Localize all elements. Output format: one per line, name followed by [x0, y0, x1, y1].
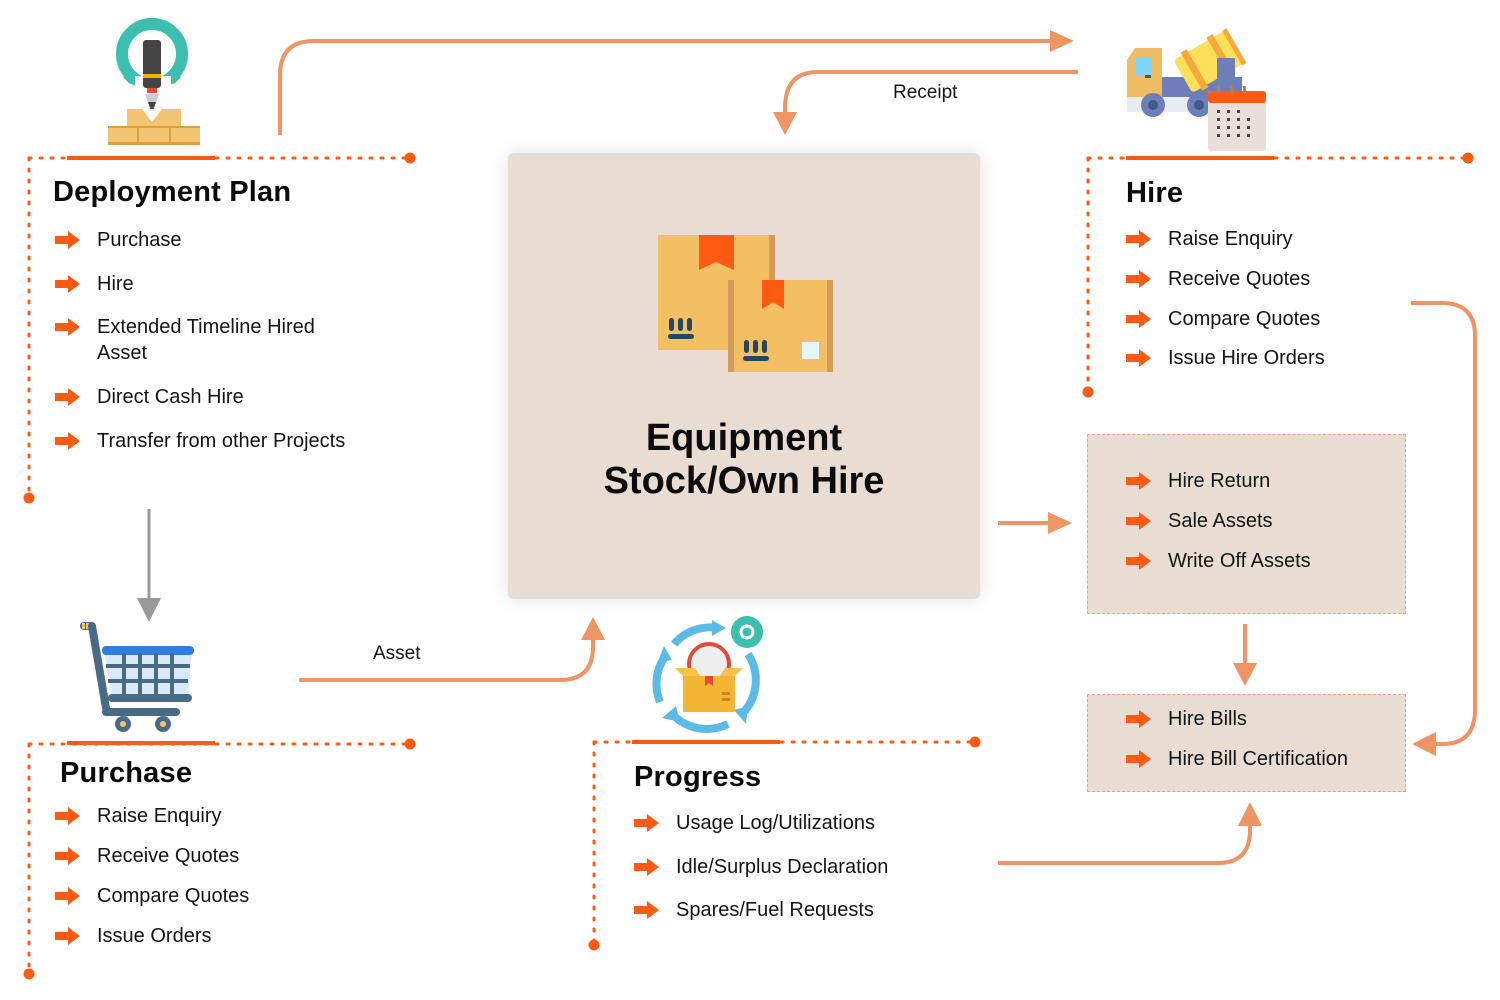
arrow-right-icon [55, 807, 80, 825]
hire-item-issue-hire-orders: Issue Hire Orders [1126, 345, 1325, 371]
center-title-line-2: Stock/Own Hire [603, 460, 885, 502]
arrow-right-icon [634, 814, 659, 832]
connector-progress-to-bills [998, 802, 1262, 865]
boxes-icon [658, 235, 833, 373]
purchase-item-receive-quotes: Receive Quotes [55, 843, 239, 869]
hire-item-receive-quotes: Receive Quotes [1126, 266, 1310, 292]
arrow-right-icon [1126, 552, 1151, 570]
progress-title: Progress [634, 761, 762, 793]
construction-gear-icon [105, 16, 201, 146]
equipment-stock-box: Equipment Stock/Own Hire [508, 153, 980, 599]
item-label: Hire Bill Certification [1168, 748, 1349, 770]
item-label: Compare Quotes [1168, 308, 1321, 330]
item-label: Raise Enquiry [97, 805, 222, 827]
bills-item-hire-bill-certification: Hire Bill Certification [1126, 746, 1348, 772]
item-label: Purchase [97, 229, 182, 251]
returns-item-sale-assets: Sale Assets [1126, 508, 1273, 534]
hire-item-raise-enquiry: Raise Enquiry [1126, 226, 1293, 252]
hire-item-compare-quotes: Compare Quotes [1126, 306, 1320, 332]
arrow-right-icon [55, 275, 80, 293]
bills-item-hire-bills: Hire Bills [1126, 706, 1247, 732]
arrow-right-icon [55, 388, 80, 406]
shopping-cart-icon [76, 620, 198, 735]
bills-box [1087, 694, 1406, 792]
item-label: Raise Enquiry [1168, 228, 1293, 250]
arrow-right-icon [1126, 310, 1151, 328]
deployment-item-purchase: Purchase [55, 227, 182, 253]
arrow-right-icon [1126, 230, 1151, 248]
item-label: Usage Log/Utilizations [676, 812, 875, 834]
deployment-item-hire: Hire [55, 271, 134, 297]
arrow-right-icon [55, 432, 80, 450]
arrow-right-icon [1126, 512, 1151, 530]
item-label: Compare Quotes [97, 885, 250, 907]
item-label: Receive Quotes [97, 845, 240, 867]
returns-item-write-off-assets: Write Off Assets [1126, 548, 1311, 574]
purchase-item-issue-orders: Issue Orders [55, 923, 211, 949]
arrow-right-icon [55, 927, 80, 945]
purchase-item-raise-enquiry: Raise Enquiry [55, 803, 222, 829]
receipt-label: Receipt [893, 82, 958, 103]
deployment-item-extended-timeline: Extended Timeline Hired Asset [55, 314, 355, 366]
item-label: Write Off Assets [1168, 550, 1311, 572]
center-title: Equipment Stock/Own Hire [508, 417, 980, 503]
box-cycle-icon [650, 614, 768, 736]
item-label: Extended Timeline Hired Asset [97, 316, 315, 364]
item-label: Issue Orders [97, 925, 212, 947]
hire-title: Hire [1126, 177, 1184, 209]
arrow-right-icon [1126, 349, 1151, 367]
item-label: Hire Bills [1168, 708, 1247, 730]
connector-hire-to-bills [1411, 301, 1477, 756]
progress-item-idle-surplus: Idle/Surplus Declaration [634, 854, 888, 880]
arrow-right-icon [1126, 270, 1151, 288]
item-label: Hire Return [1168, 470, 1271, 492]
arrow-right-icon [55, 231, 80, 249]
item-label: Issue Hire Orders [1168, 347, 1325, 369]
arrow-right-icon [634, 858, 659, 876]
purchase-item-compare-quotes: Compare Quotes [55, 883, 249, 909]
connector-center-to-returns [998, 512, 1072, 534]
item-label: Receive Quotes [1168, 268, 1311, 290]
deployment-item-transfer: Transfer from other Projects [55, 428, 345, 454]
arrow-right-icon [634, 901, 659, 919]
arrow-right-icon [1126, 472, 1151, 490]
item-label: Sale Assets [1168, 510, 1273, 532]
arrow-right-icon [55, 318, 80, 336]
connector-deployment-to-purchase [137, 509, 161, 622]
item-label: Direct Cash Hire [97, 386, 244, 408]
progress-item-usage-log: Usage Log/Utilizations [634, 810, 875, 836]
item-label: Spares/Fuel Requests [676, 899, 874, 921]
asset-label: Asset [373, 643, 421, 664]
deployment-item-direct-cash-hire: Direct Cash Hire [55, 384, 244, 410]
deployment-plan-title: Deployment Plan [53, 176, 292, 208]
progress-item-spares-fuel: Spares/Fuel Requests [634, 897, 874, 923]
connector-asset [299, 617, 605, 682]
item-label: Transfer from other Projects [97, 430, 346, 452]
returns-item-hire-return: Hire Return [1126, 468, 1270, 494]
item-label: Hire [97, 273, 134, 295]
item-label: Idle/Surplus Declaration [676, 856, 889, 878]
arrow-right-icon [55, 847, 80, 865]
arrow-right-icon [55, 887, 80, 905]
arrow-right-icon [1126, 710, 1151, 728]
connector-returns-to-bills [1233, 624, 1257, 686]
mixer-truck-calendar-icon [1125, 20, 1270, 152]
arrow-right-icon [1126, 750, 1151, 768]
purchase-title: Purchase [60, 757, 193, 789]
center-title-line-1: Equipment [645, 417, 843, 459]
